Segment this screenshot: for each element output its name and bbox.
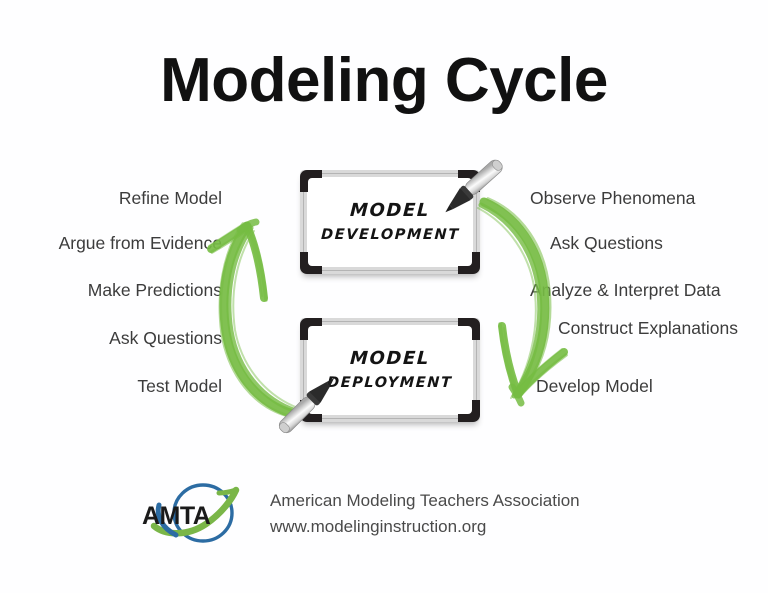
page-title: Modeling Cycle	[160, 46, 608, 115]
whiteboard-model-deployment: Model Deployment	[300, 318, 480, 422]
corner-bracket-icon	[300, 170, 323, 193]
whiteboard-surface: Model Development	[307, 177, 473, 267]
left-label-make-predictions: Make Predictions	[87, 280, 222, 300]
right-label-develop-model: Develop Model	[536, 376, 653, 396]
footer: AMTA American Modeling Teachers Associat…	[140, 478, 640, 550]
corner-bracket-icon	[457, 399, 480, 422]
corner-bracket-icon	[300, 251, 323, 274]
left-label-argue-from-evidence: Argue from Evidence	[58, 233, 222, 253]
footer-website: www.modelinginstruction.org	[270, 517, 487, 537]
whiteboard-surface: Model Deployment	[307, 325, 473, 415]
footer-text: American Modeling Teachers Association w…	[270, 488, 580, 541]
footer-organization: American Modeling Teachers Association	[270, 491, 580, 510]
left-label-test-model: Test Model	[137, 376, 222, 396]
right-label-analyze-interpret-data: Analyze & Interpret Data	[530, 280, 721, 300]
left-label-refine-model: Refine Model	[118, 188, 222, 208]
board-title-line-1: Model	[349, 348, 431, 370]
right-label-ask-questions: Ask Questions	[550, 233, 663, 253]
amta-logo-icon: AMTA	[142, 483, 240, 543]
right-label-observe-phenomena: Observe Phenomena	[530, 188, 696, 208]
corner-bracket-icon	[457, 318, 480, 341]
board-title-line-2: Development	[320, 226, 460, 243]
corner-bracket-icon	[300, 318, 323, 341]
amta-wordmark: AMTA	[142, 502, 211, 530]
development-to-deployment-arrow	[477, 197, 568, 407]
marker-pen-icon	[445, 159, 503, 213]
corner-bracket-icon	[457, 251, 480, 274]
right-label-construct-explanations: Construct Explanations	[558, 318, 738, 338]
left-label-ask-questions: Ask Questions	[109, 328, 222, 348]
whiteboard-model-development: Model Development	[300, 170, 480, 274]
board-title-line-1: Model	[349, 200, 431, 222]
deployment-to-development-arrow	[207, 218, 299, 419]
marker-pen-icon	[278, 378, 335, 434]
